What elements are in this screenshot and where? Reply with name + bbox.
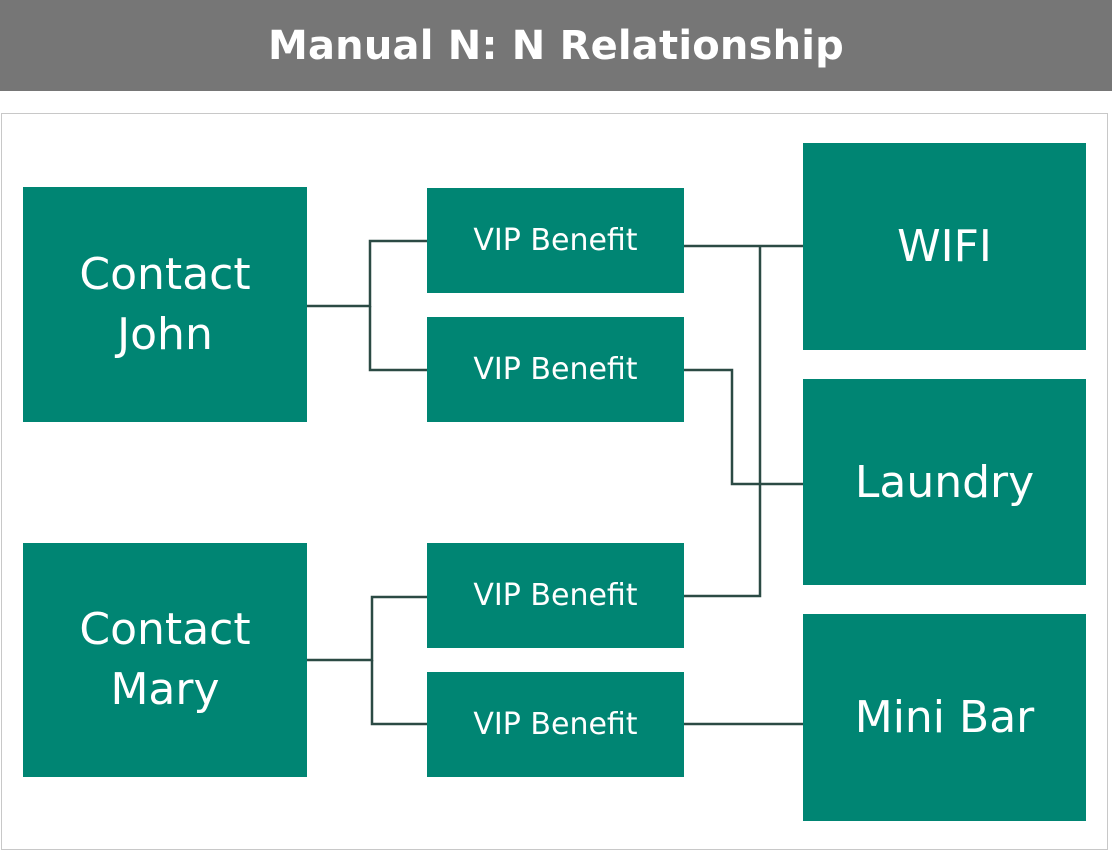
page-title: Manual N: N Relationship bbox=[0, 0, 1112, 91]
laundry-label: Laundry bbox=[854, 456, 1035, 508]
mini-bar-node: Mini Bar bbox=[803, 614, 1086, 821]
connector-mary-benefit-4 bbox=[370, 660, 427, 726]
vip-benefit-label: VIP Benefit bbox=[473, 578, 638, 613]
wifi-label: WIFI bbox=[897, 221, 992, 272]
vip-benefit-node-1: VIP Benefit bbox=[427, 188, 684, 293]
connector-mary-benefit-3 bbox=[307, 595, 427, 662]
contact-john-line1: Contact bbox=[79, 248, 251, 300]
contact-mary-node: Contact Mary bbox=[23, 543, 307, 777]
wifi-node: WIFI bbox=[803, 143, 1086, 350]
vip-benefit-node-4: VIP Benefit bbox=[427, 672, 684, 777]
vip-benefit-node-3: VIP Benefit bbox=[427, 543, 684, 648]
laundry-node: Laundry bbox=[803, 379, 1086, 585]
contact-mary-line1: Contact bbox=[79, 604, 251, 655]
contact-mary-line2: Mary bbox=[110, 664, 220, 715]
vip-benefit-label: VIP Benefit bbox=[473, 707, 638, 742]
vip-benefit-label: VIP Benefit bbox=[473, 223, 638, 258]
diagram-frame bbox=[1, 113, 1108, 850]
vip-benefit-node-2: VIP Benefit bbox=[427, 317, 684, 422]
contact-john-line2: John bbox=[117, 308, 213, 360]
connector-john-benefit-1 bbox=[307, 239, 427, 308]
connector-benefit-2-laundry bbox=[684, 368, 803, 486]
connector-benefit-3-wifi bbox=[684, 246, 762, 598]
contact-john-node: Contact John bbox=[23, 187, 307, 422]
mini-bar-label: Mini Bar bbox=[854, 692, 1035, 743]
connector-john-benefit-2 bbox=[368, 306, 427, 372]
vip-benefit-label: VIP Benefit bbox=[473, 352, 638, 387]
